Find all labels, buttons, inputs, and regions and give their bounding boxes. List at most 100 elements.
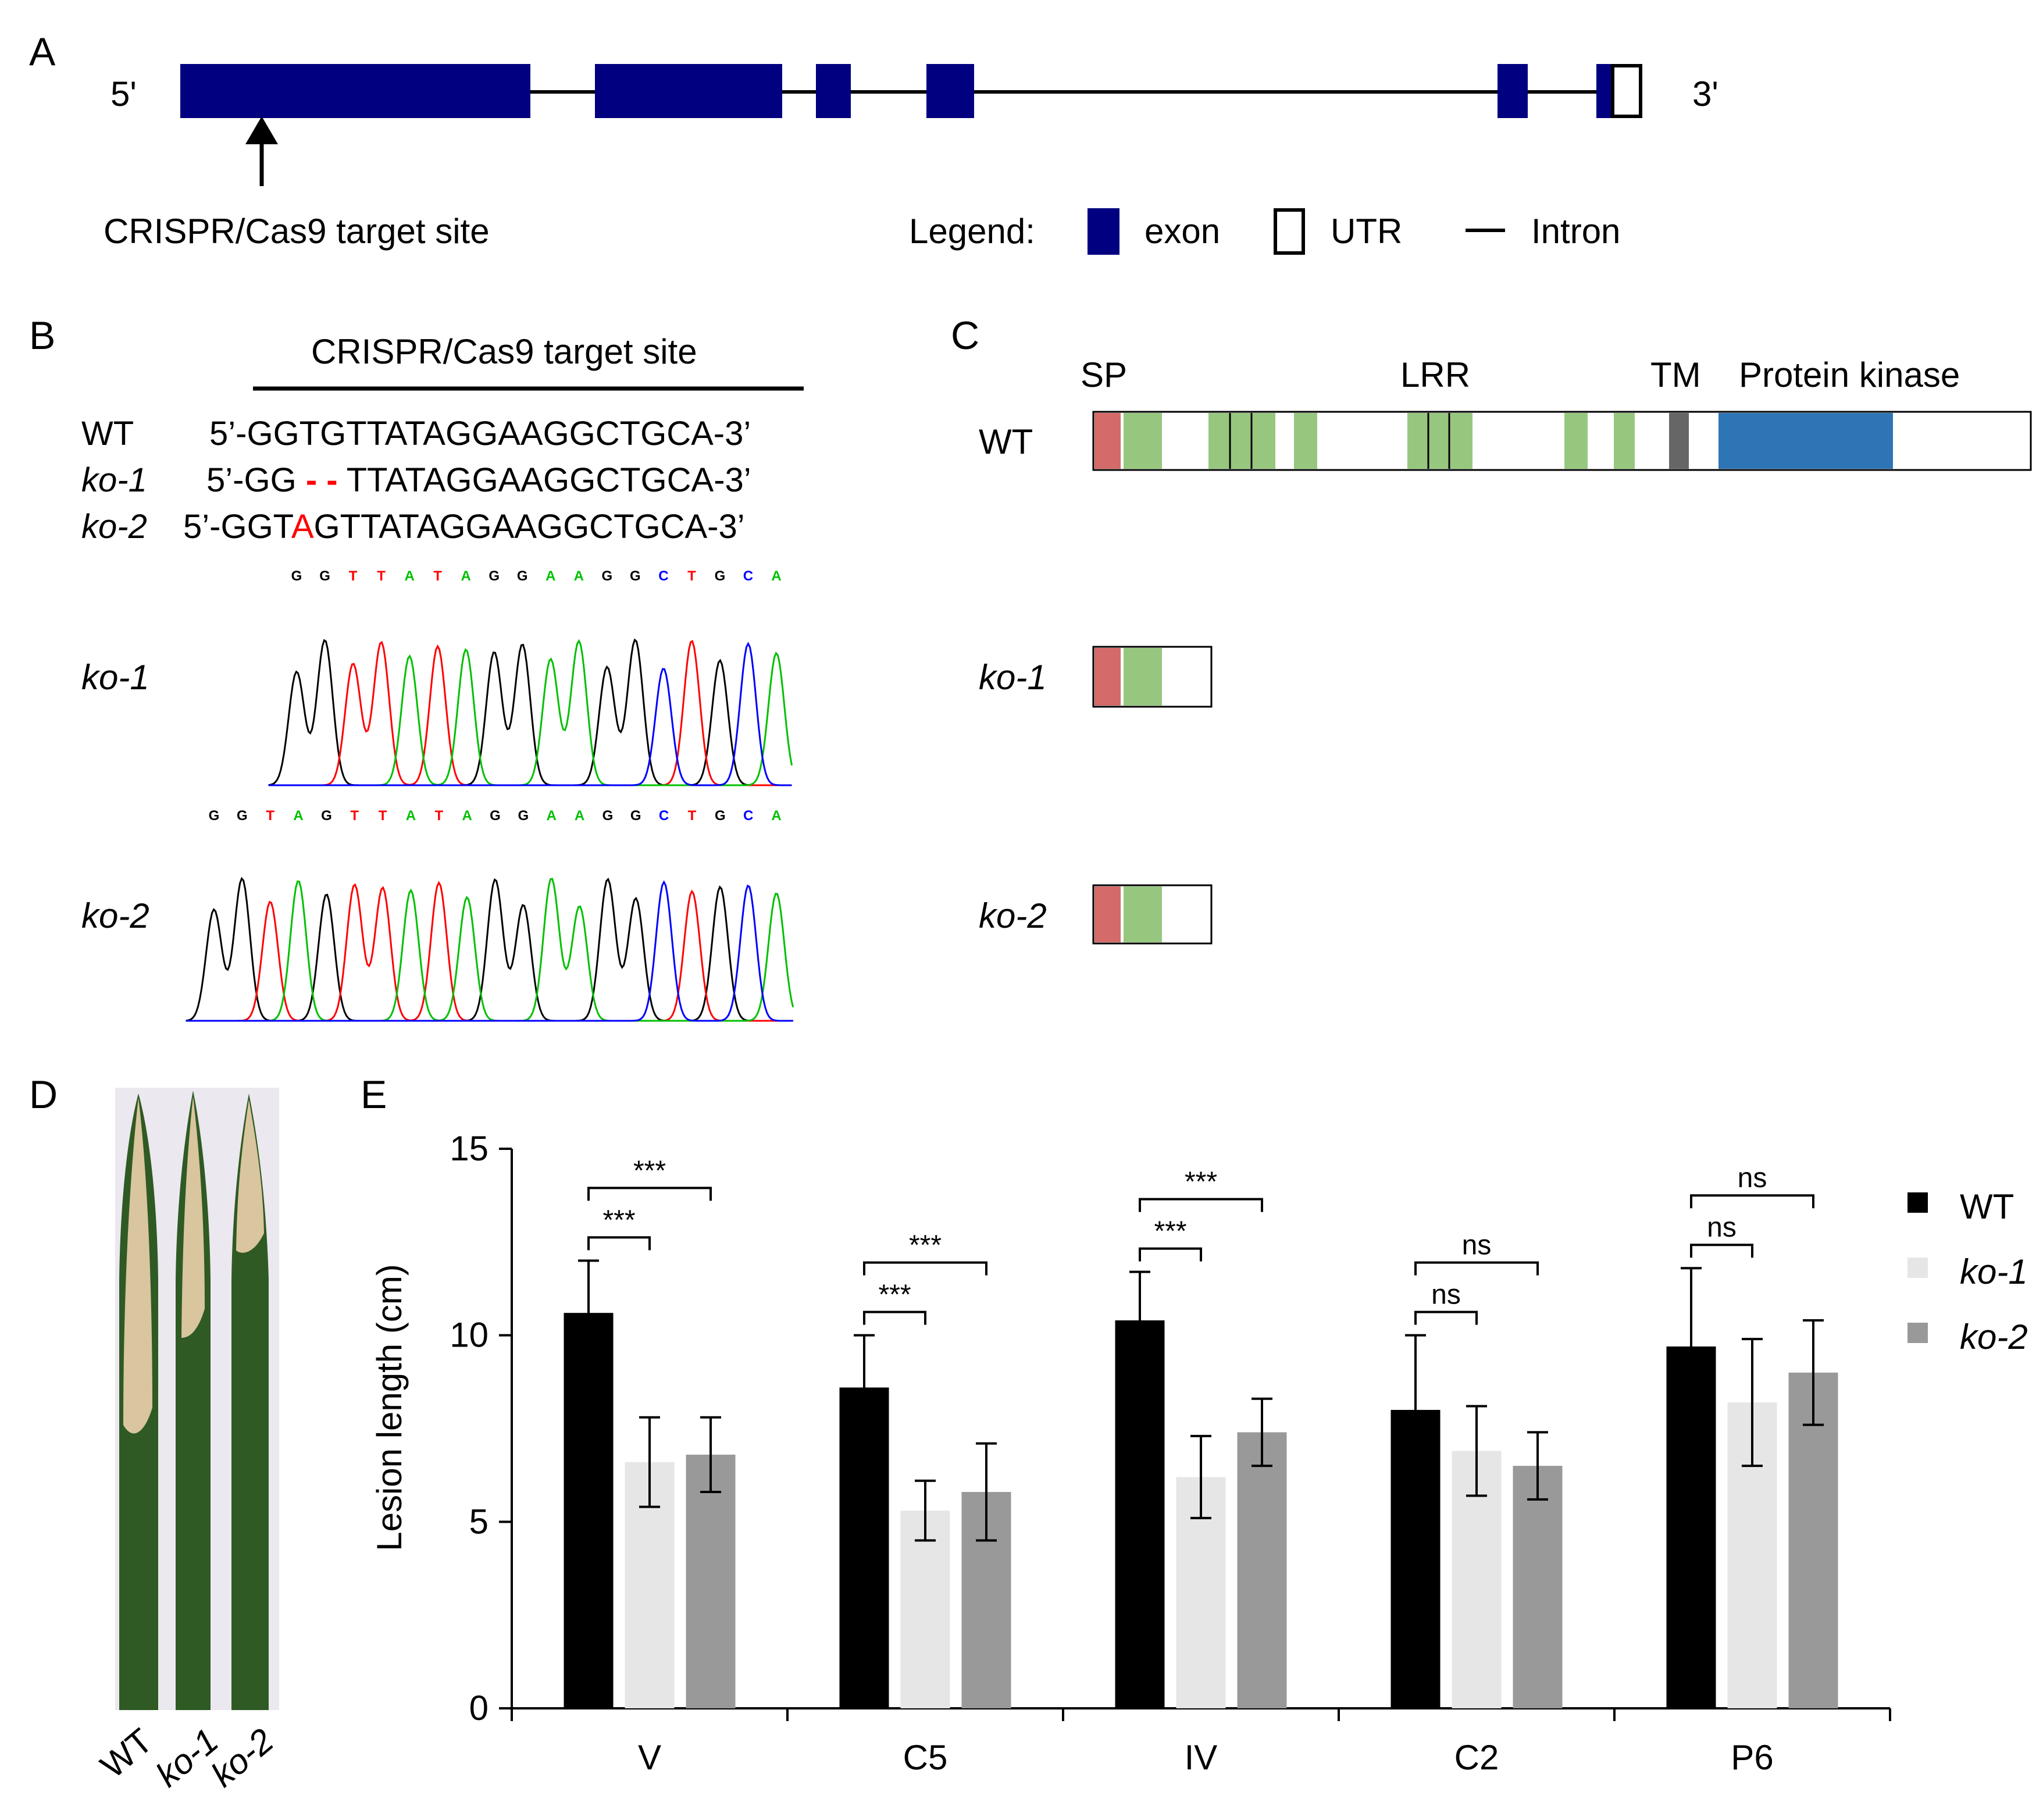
exon-5 xyxy=(1498,64,1528,118)
base-call: A xyxy=(404,568,414,584)
legend-label: ko-1 xyxy=(1960,1252,2028,1291)
domain-label-tm: TM xyxy=(1650,355,1701,394)
bar xyxy=(1788,1372,1838,1708)
significance-bracket: ns xyxy=(1690,1212,1753,1258)
significance-bracket: *** xyxy=(863,1230,987,1276)
trace-name-ko2: ko-2 xyxy=(81,896,149,935)
domain-sp xyxy=(1094,648,1121,706)
base-call: C xyxy=(658,568,668,584)
base-call: G xyxy=(601,568,612,584)
base-call: G xyxy=(715,808,726,824)
significance-label: *** xyxy=(1154,1216,1186,1247)
error-bar xyxy=(1252,1397,1272,1468)
exon-3 xyxy=(816,64,851,118)
legend-label: ko-2 xyxy=(1960,1317,2028,1356)
domain-lrr-4 xyxy=(1407,413,1472,469)
base-call: G xyxy=(630,808,641,824)
legend-swatch xyxy=(1907,1258,1928,1278)
base-call: A xyxy=(547,808,557,824)
seq-name-ko1: ko-1 xyxy=(81,461,147,499)
base-call: T xyxy=(687,568,696,584)
base-call: G xyxy=(237,808,248,824)
trace-name-ko1: ko-1 xyxy=(81,658,149,697)
significance-bracket: ns xyxy=(1414,1230,1539,1276)
significance-label: ns xyxy=(1431,1280,1461,1310)
x-tick-label: P6 xyxy=(1731,1738,1773,1777)
seq-wt: 5’-GGTGTTATAGGAAGGCTGCA-3’ xyxy=(209,415,751,453)
base-call: G xyxy=(602,808,614,824)
base-call: T xyxy=(377,568,386,584)
legend-entry: WT xyxy=(1907,1187,2014,1226)
significance-bracket: ns xyxy=(1690,1163,1814,1209)
base-call: A xyxy=(574,568,584,584)
domain-lrr-1 xyxy=(1124,886,1162,942)
trace-T xyxy=(268,640,792,786)
error-bar xyxy=(915,1479,936,1542)
significance-label: *** xyxy=(878,1280,911,1310)
utr-box xyxy=(1611,64,1642,118)
error-bar xyxy=(1681,1267,1702,1426)
chart-y-axis-label: Lesion length (cm) xyxy=(370,1264,409,1551)
panel-d-label: D xyxy=(29,1073,58,1117)
domain-label-lrr: LRR xyxy=(1400,355,1470,394)
three-prime-label: 3' xyxy=(1692,74,1718,113)
seq-name-ko2: ko-2 xyxy=(81,508,147,546)
base-call: G xyxy=(209,808,220,824)
panel-c-label: C xyxy=(951,314,979,358)
significance-bracket: *** xyxy=(587,1155,712,1201)
bar xyxy=(686,1454,736,1708)
significance-label: ns xyxy=(1738,1163,1767,1194)
base-call: T xyxy=(433,568,442,584)
error-bar xyxy=(976,1442,997,1542)
error-bar xyxy=(1466,1405,1487,1497)
base-call: A xyxy=(771,568,781,584)
error-bar xyxy=(700,1416,721,1494)
legend-entry: ko-2 xyxy=(1907,1317,2028,1356)
trace-A xyxy=(268,639,793,786)
domain-sp xyxy=(1094,886,1121,942)
significance-bracket: *** xyxy=(1139,1167,1263,1212)
trace-G xyxy=(186,877,793,1022)
panel-a: A 5' 3' CRISPR/Cas9 target site Legend: … xyxy=(29,30,1718,255)
legend-exon-swatch xyxy=(1088,208,1119,255)
protein-ko2 xyxy=(1092,884,1213,945)
trace-G xyxy=(268,638,792,786)
target-site-label: CRISPR/Cas9 target site xyxy=(104,212,490,251)
base-call: G xyxy=(291,568,302,584)
seq-ko2: 5’-GGTAGTTATAGGAAGGCTGCA-3’ xyxy=(183,508,745,546)
panel-b: B CRISPR/Cas9 target site WT 5’-GGTGTTAT… xyxy=(29,314,804,1022)
trace-A xyxy=(186,878,794,1022)
base-call: G xyxy=(319,568,330,584)
base-call: G xyxy=(321,808,332,824)
significance-bracket: *** xyxy=(863,1280,926,1325)
legend-exon-label: exon xyxy=(1144,212,1220,251)
panel-a-label: A xyxy=(29,30,56,74)
domain-label-sp: SP xyxy=(1081,355,1127,394)
legend-utr-label: UTR xyxy=(1331,212,1402,251)
leaf-wt xyxy=(119,1094,158,1710)
significance-label: *** xyxy=(1185,1167,1217,1198)
error-bar xyxy=(1803,1319,1824,1426)
base-call: A xyxy=(293,808,303,824)
bar xyxy=(1115,1320,1165,1708)
domain-tm xyxy=(1669,413,1689,469)
bar-chart: 051015V******C5******IV******C2nsnsP6nsn… xyxy=(450,1129,1891,1777)
exon-1 xyxy=(180,64,530,118)
domain-lrr-6 xyxy=(1614,413,1635,469)
bar xyxy=(1237,1432,1287,1708)
base-call: A xyxy=(461,568,471,584)
panel-b-label: B xyxy=(29,314,55,358)
protein-wt xyxy=(1092,411,2032,471)
significance-bracket: ns xyxy=(1414,1280,1478,1325)
legend-title: Legend: xyxy=(909,212,1035,251)
base-call: G xyxy=(630,568,641,584)
error-bar xyxy=(639,1416,660,1508)
base-call: A xyxy=(575,808,584,824)
protein-name-wt: WT xyxy=(979,422,1033,461)
leaf-ko1 xyxy=(176,1091,211,1710)
exon-4 xyxy=(926,64,974,118)
significance-label: *** xyxy=(909,1230,942,1261)
base-call: A xyxy=(545,568,555,584)
base-call: A xyxy=(462,808,472,824)
